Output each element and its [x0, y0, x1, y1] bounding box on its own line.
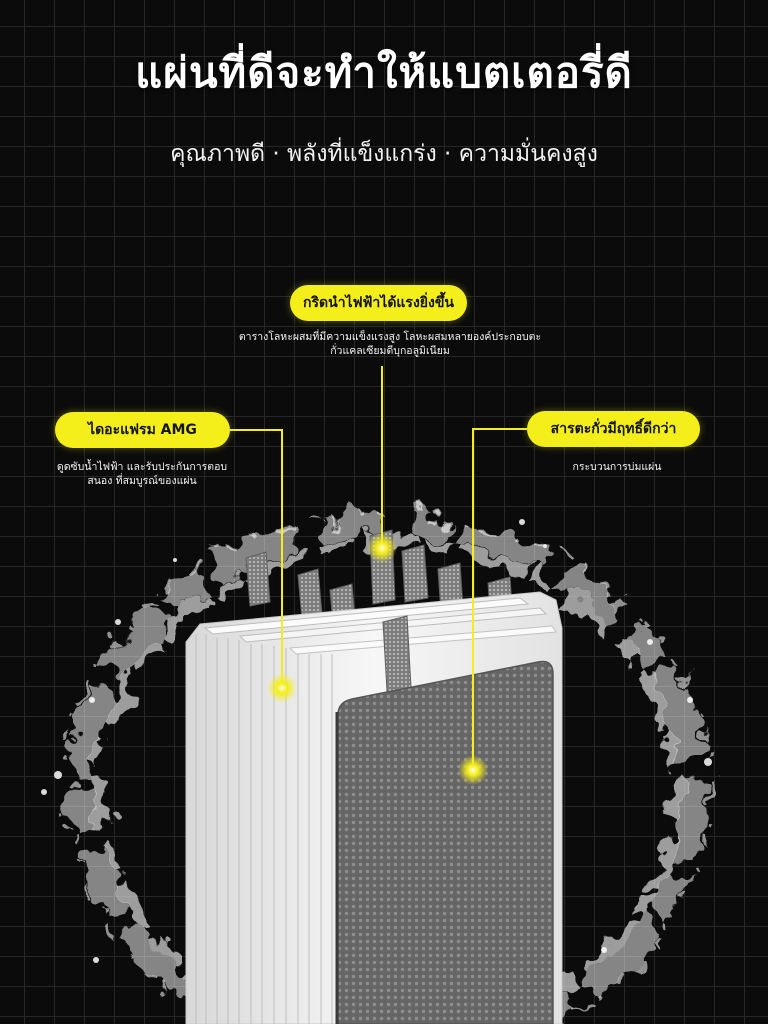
callout-dots [267, 533, 488, 785]
splash-ring-spray [64, 511, 712, 1024]
callout-desc-line: ดูดซับน้ำไฟฟ้า และรับประกันการตอบ [56, 461, 228, 473]
callout-desc-line: สนอง ที่สมบูรณ์ของแผ่น [87, 475, 197, 487]
callout-desc-grid: ตารางโลหะผสมที่มีความแข็งแรงสูง โลหะผสมห… [190, 330, 590, 358]
plate-tab [401, 544, 429, 603]
droplet [601, 947, 607, 953]
droplet [89, 697, 95, 703]
connector-diaphragm [230, 429, 283, 688]
page-title: แผ่นที่ดีจะทำให้แบตเตอรี่ดี [135, 48, 633, 97]
plate-top-edge [203, 597, 530, 635]
plate-tab [245, 551, 271, 607]
lead-plate [335, 615, 554, 1024]
plate-top-edge [288, 625, 557, 655]
page-subtitle: คุณภาพดี · พลังที่แข็งแกร่ง · ความมั่นคง… [170, 141, 598, 167]
droplet [647, 639, 653, 645]
dot-grid [367, 533, 397, 563]
droplet [519, 519, 525, 525]
dot-lead [458, 755, 488, 785]
dot-diaphragm [267, 673, 297, 703]
callout-desc-line: กระบวนการบ่มแผ่น [572, 461, 662, 473]
callout-desc-lead: กระบวนการบ่มแผ่น [517, 460, 717, 474]
callout-desc-line: กั่วแคลเซียมดีบุกอลูมิเนียม [330, 345, 450, 357]
callout-label-grid: กริดนำไฟฟ้าได้แรงยิ่งขึ้น [290, 285, 467, 321]
callout-label-lead: สารตะกั่วมีฤทธิ์ดีกว่า [527, 411, 700, 447]
lead-plate-mesh [337, 660, 554, 1024]
splash-ring-outer [70, 512, 706, 1024]
callout-desc-line: ตารางโลหะผสมที่มีความแข็งแรงสูง โลหะผสมห… [238, 331, 542, 343]
droplet [704, 758, 712, 766]
callout-desc-diaphragm: ดูดซับน้ำไฟฟ้า และรับประกันการตอบ สนอง ท… [22, 460, 262, 488]
water-droplets [41, 519, 712, 963]
connector-lead [472, 428, 527, 770]
droplet [115, 619, 121, 625]
droplet [41, 789, 47, 795]
droplet [543, 544, 547, 548]
plate-tab [297, 568, 323, 620]
droplet [93, 957, 99, 963]
droplet [54, 771, 62, 779]
droplet [687, 697, 693, 703]
callout-connectors [230, 366, 527, 770]
separator-edges [195, 634, 333, 1024]
droplet [173, 558, 177, 562]
callout-label-diaphragm: ไดอะแฟรม AMG [55, 412, 230, 448]
